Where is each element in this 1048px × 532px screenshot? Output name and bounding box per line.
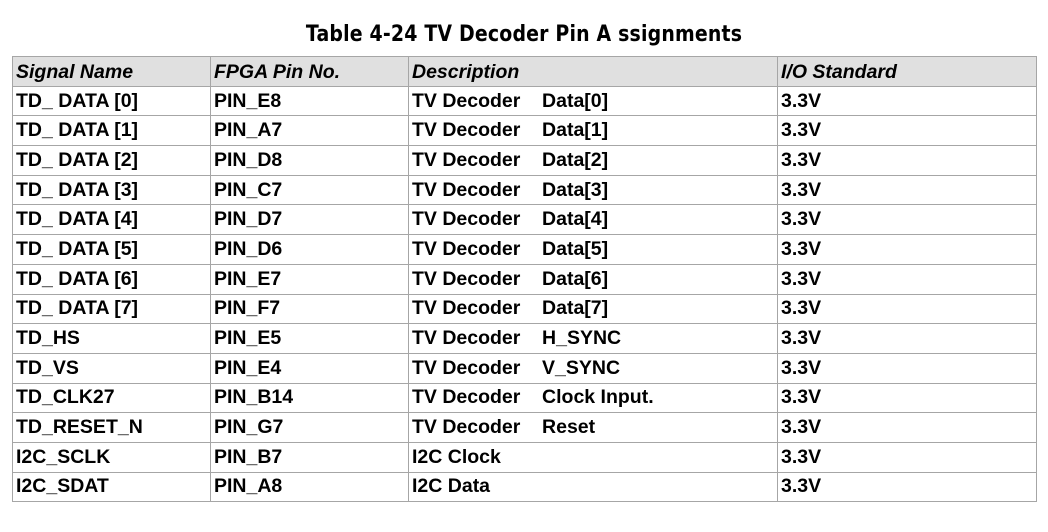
table-row: TD_ DATA [1] PIN_A7 TV Decoder Data[1] 3…	[12, 115, 1037, 147]
cell-description: TV Decoder Data[4]	[408, 204, 778, 236]
cell-description: TV Decoder Data[7]	[408, 293, 778, 325]
cell-signal-name: I2C_SCLK	[12, 441, 211, 473]
cell-fpga-pin: PIN_F7	[210, 293, 409, 325]
cell-fpga-pin: PIN_E4	[210, 352, 409, 384]
table-row: TD_CLK27 PIN_B14 TV Decoder Clock Input.…	[12, 382, 1037, 414]
cell-fpga-pin: PIN_B14	[210, 382, 409, 414]
table-row: TD_ DATA [7] PIN_F7 TV Decoder Data[7] 3…	[12, 293, 1037, 325]
cell-io-standard: 3.3V	[777, 382, 1037, 414]
cell-signal-name: TD_ DATA [2]	[12, 145, 211, 176]
cell-io-standard: 3.3V	[777, 145, 1037, 176]
cell-signal-name: TD_ DATA [6]	[12, 263, 211, 295]
cell-description: TV Decoder Data[0]	[408, 85, 778, 117]
cell-fpga-pin: PIN_A8	[210, 471, 409, 503]
cell-signal-name: TD_RESET_N	[12, 412, 211, 443]
cell-io-standard: 3.3V	[777, 471, 1037, 503]
table-row: I2C_SDAT PIN_A8 I2C Data 3.3V	[12, 471, 1037, 503]
cell-fpga-pin: PIN_B7	[210, 441, 409, 473]
cell-io-standard: 3.3V	[777, 412, 1037, 443]
cell-fpga-pin: PIN_D7	[210, 204, 409, 236]
cell-fpga-pin: PIN_E8	[210, 85, 409, 117]
cell-io-standard: 3.3V	[777, 204, 1037, 236]
cell-signal-name: TD_ DATA [3]	[12, 174, 211, 206]
cell-description: TV Decoder Data[3]	[408, 174, 778, 206]
cell-description: I2C Data	[408, 471, 778, 503]
cell-io-standard: 3.3V	[777, 263, 1037, 295]
cell-description: TV Decoder V_SYNC	[408, 352, 778, 384]
table-row: TD_ DATA [5] PIN_D6 TV Decoder Data[5] 3…	[12, 234, 1037, 265]
cell-fpga-pin: PIN_C7	[210, 174, 409, 206]
cell-io-standard: 3.3V	[777, 352, 1037, 384]
cell-fpga-pin: PIN_E5	[210, 323, 409, 354]
cell-signal-name: TD_CLK27	[12, 382, 211, 414]
cell-io-standard: 3.3V	[777, 85, 1037, 117]
table-row: TD_HS PIN_E5 TV Decoder H_SYNC 3.3V	[12, 323, 1037, 354]
cell-fpga-pin: PIN_G7	[210, 412, 409, 443]
column-header-io-standard: I/O Standard	[777, 56, 1037, 87]
cell-description: I2C Clock	[408, 441, 778, 473]
column-header-signal-name: Signal Name	[12, 56, 211, 87]
cell-signal-name: TD_ DATA [5]	[12, 234, 211, 265]
cell-io-standard: 3.3V	[777, 115, 1037, 147]
cell-io-standard: 3.3V	[777, 234, 1037, 265]
cell-io-standard: 3.3V	[777, 441, 1037, 473]
cell-signal-name: I2C_SDAT	[12, 471, 211, 503]
cell-description: TV Decoder Data[1]	[408, 115, 778, 147]
cell-signal-name: TD_ DATA [0]	[12, 85, 211, 117]
cell-fpga-pin: PIN_D6	[210, 234, 409, 265]
cell-signal-name: TD_HS	[12, 323, 211, 354]
table-row: TD_ DATA [6] PIN_E7 TV Decoder Data[6] 3…	[12, 263, 1037, 295]
table-row: TD_ DATA [2] PIN_D8 TV Decoder Data[2] 3…	[12, 145, 1037, 176]
cell-signal-name: TD_VS	[12, 352, 211, 384]
cell-signal-name: TD_ DATA [4]	[12, 204, 211, 236]
cell-description: TV Decoder Reset	[408, 412, 778, 443]
column-header-description: Description	[408, 56, 778, 87]
cell-description: TV Decoder Data[2]	[408, 145, 778, 176]
table-row: TD_ DATA [4] PIN_D7 TV Decoder Data[4] 3…	[12, 204, 1037, 236]
cell-description: TV Decoder H_SYNC	[408, 323, 778, 354]
cell-fpga-pin: PIN_A7	[210, 115, 409, 147]
table-caption: Table 4-24 TV Decoder Pin A ssignments	[305, 22, 743, 47]
cell-description: TV Decoder Data[6]	[408, 263, 778, 295]
cell-fpga-pin: PIN_E7	[210, 263, 409, 295]
table-row: I2C_SCLK PIN_B7 I2C Clock 3.3V	[12, 441, 1037, 473]
pin-assignment-table: Signal Name FPGA Pin No. Description I/O…	[12, 56, 1037, 503]
table-row: TD_RESET_N PIN_G7 TV Decoder Reset 3.3V	[12, 412, 1037, 443]
table-row: TD_VS PIN_E4 TV Decoder V_SYNC 3.3V	[12, 352, 1037, 384]
column-header-fpga-pin-no: FPGA Pin No.	[210, 56, 409, 87]
table-header-row: Signal Name FPGA Pin No. Description I/O…	[12, 56, 1037, 87]
cell-io-standard: 3.3V	[777, 323, 1037, 354]
cell-fpga-pin: PIN_D8	[210, 145, 409, 176]
cell-description: TV Decoder Data[5]	[408, 234, 778, 265]
cell-signal-name: TD_ DATA [7]	[12, 293, 211, 325]
cell-description: TV Decoder Clock Input.	[408, 382, 778, 414]
table-row: TD_ DATA [0] PIN_E8 TV Decoder Data[0] 3…	[12, 85, 1037, 117]
table-row: TD_ DATA [3] PIN_C7 TV Decoder Data[3] 3…	[12, 174, 1037, 206]
cell-io-standard: 3.3V	[777, 293, 1037, 325]
cell-io-standard: 3.3V	[777, 174, 1037, 206]
cell-signal-name: TD_ DATA [1]	[12, 115, 211, 147]
